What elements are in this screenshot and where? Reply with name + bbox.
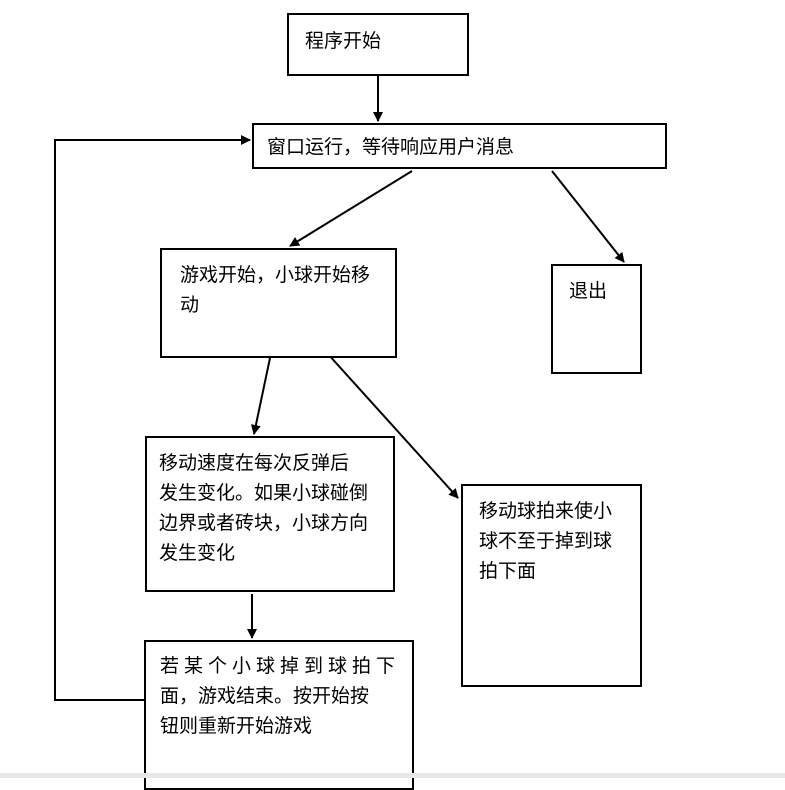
node-text-line: 窗口运行，等待响应用户消息 — [267, 136, 515, 158]
node-text-line: 动 — [180, 294, 200, 316]
node-game-start: 游戏开始，小球开始移 动 — [160, 248, 397, 358]
arrow-window-to-game-start — [289, 170, 413, 247]
arrow-game-over-loop-to-window — [54, 135, 251, 701]
node-speed-change: 移动速度在每次反弹后 发生变化。如果小球碰倒 边界或者砖块，小球方向 发生变化 — [145, 436, 395, 592]
node-text-line: 退出 — [569, 280, 608, 302]
node-text-line: 移动速度在每次反弹后 — [159, 452, 350, 474]
node-text-line: 拍下面 — [479, 560, 537, 582]
node-text-line: 发生变化。如果小球碰倒 — [159, 482, 369, 504]
page-bottom-rule — [0, 773, 785, 778]
node-text-line: 游戏开始，小球开始移 — [180, 264, 371, 286]
node-game-over: 若某个小球掉到球拍下 面，游戏结束。按开始按 钮则重新开始游戏 — [144, 640, 414, 790]
node-exit: 退出 — [551, 264, 642, 374]
node-text-line: 边界或者砖块，小球方向 — [159, 512, 369, 534]
node-text-line: 若某个小球掉到球拍下 — [160, 655, 401, 677]
node-text-line: 发生变化 — [159, 542, 236, 564]
node-window-running: 窗口运行，等待响应用户消息 — [252, 123, 667, 169]
node-text-line: 程序开始 — [305, 30, 382, 52]
node-program-start: 程序开始 — [287, 13, 469, 76]
node-text-line: 移动球拍来使小 — [479, 500, 613, 522]
arrow-game-start-to-paddle — [317, 342, 459, 499]
arrow-game-start-to-speed — [250, 357, 271, 435]
arrow-window-to-exit — [551, 170, 625, 263]
node-text-line: 钮则重新开始游戏 — [160, 715, 313, 737]
node-move-paddle: 移动球拍来使小 球不至于掉到球 拍下面 — [461, 484, 642, 687]
node-text-line: 面，游戏结束。按开始按 — [160, 685, 370, 707]
node-text-line: 球不至于掉到球 — [479, 530, 613, 552]
